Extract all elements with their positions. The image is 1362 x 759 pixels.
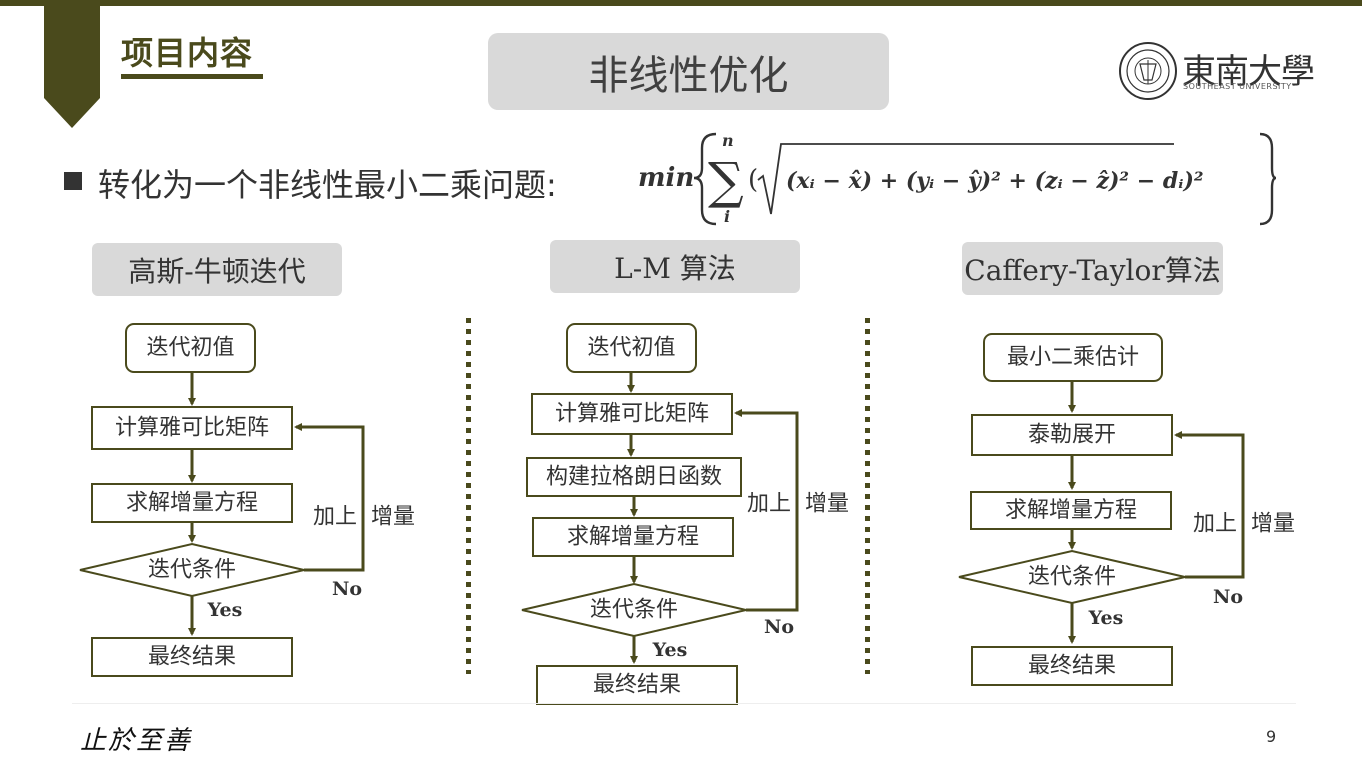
bullet-text: 转化为一个非线性最小二乘问题: [98, 166, 557, 204]
university-motto: 止於至善 [80, 726, 193, 756]
ct-loop-arrow [1174, 431, 1245, 579]
lm-node-jacobian-label: 计算雅可比矩阵 [555, 402, 709, 427]
column-divider-right [865, 318, 870, 674]
algorithm-title-lm: L-M 算法 [550, 240, 800, 293]
main-title: 非线性优化 [488, 33, 889, 110]
ct-node-result-label: 最终结果 [1028, 654, 1116, 679]
ct-node-taylor-label: 泰勒展开 [1028, 423, 1116, 448]
ct-node-taylor [971, 414, 1173, 456]
lm-node-lagrange-label: 构建拉格朗日函数 [546, 465, 722, 490]
university-seal-icon [1119, 42, 1177, 100]
ct-node-solve-label: 求解增量方程 [1005, 498, 1137, 523]
column-divider-left [466, 318, 471, 674]
gn-node-result-label: 最终结果 [148, 645, 236, 670]
section-title-underline [121, 74, 263, 79]
footer-divider [72, 703, 1296, 704]
ct-no-label: No [1213, 586, 1243, 608]
flowchart-group: 迭代初值计算雅可比矩阵求解增量方程迭代条件最终结果YesNo加上增量迭代初值计算… [79, 323, 1295, 705]
lm-node-solve-label: 求解增量方程 [567, 525, 699, 550]
university-name-english: SOUTHEAST UNIVERSITY [1183, 82, 1292, 91]
formula-sigma-icon: ∑ [708, 152, 744, 210]
lm-loop-arrow [734, 409, 799, 612]
lm-no-label: No [764, 616, 794, 638]
lm-node-solve [532, 517, 734, 557]
objective-formula: min n ∑ i ( (xᵢ − x̂) + (yᵢ − ŷ)² + (zᵢ … [638, 131, 1276, 226]
ct-node-init-label: 最小二乘估计 [1007, 345, 1139, 370]
bullet-square-icon [64, 172, 82, 190]
ct-yes-label: Yes [1088, 607, 1124, 629]
lm-node-jacobian [531, 393, 733, 435]
lm-loop-label-a: 加上 [747, 492, 791, 517]
formula-sum-lower: i [724, 207, 730, 226]
gn-node-init-label: 迭代初值 [146, 336, 234, 361]
formula-expression: (xᵢ − x̂) + (yᵢ − ŷ)² + (zᵢ − ẑ)² − dᵢ)² [786, 168, 1204, 194]
gn-loop-label-b: 增量 [371, 505, 415, 530]
ct-node-result [971, 646, 1173, 686]
ct-loop-label-a: 加上 [1193, 512, 1237, 537]
algorithm-title-gauss-newton: 高斯-牛顿迭代 [92, 243, 342, 296]
gn-node-solve [91, 483, 293, 523]
lm-node-init-label: 迭代初值 [587, 336, 675, 361]
gn-loop-label-a: 加上 [313, 505, 357, 530]
gn-node-solve-label: 求解增量方程 [126, 491, 258, 516]
lm-node-result-label: 最终结果 [593, 673, 681, 698]
gn-node-jacobian [91, 406, 293, 450]
lm-yes-label: Yes [652, 639, 688, 661]
section-tab-marker [44, 0, 100, 128]
gn-loop-arrow [294, 423, 365, 572]
ct-node-condition-label: 迭代条件 [1028, 565, 1116, 590]
formula-sum-upper: n [722, 131, 734, 150]
lm-loop-label-b: 增量 [805, 492, 849, 517]
lm-node-condition-label: 迭代条件 [590, 598, 678, 623]
gn-node-result [91, 637, 293, 677]
gn-no-label: No [332, 578, 362, 600]
section-title: 项目内容 [121, 34, 254, 72]
formula-min: min [638, 163, 694, 193]
formula-open-paren: ( [748, 165, 758, 195]
university-name: 東南大學 [1182, 52, 1315, 92]
gn-node-jacobian-label: 计算雅可比矩阵 [115, 416, 269, 441]
page-number: 9 [1266, 727, 1277, 746]
ct-loop-label-b: 增量 [1251, 512, 1295, 537]
gn-node-condition-label: 迭代条件 [148, 558, 236, 583]
gn-yes-label: Yes [207, 599, 243, 621]
lm-node-result [536, 665, 738, 705]
top-accent-bar [0, 0, 1362, 6]
algorithm-title-caffery-taylor: Caffery-Taylor算法 [962, 242, 1223, 295]
